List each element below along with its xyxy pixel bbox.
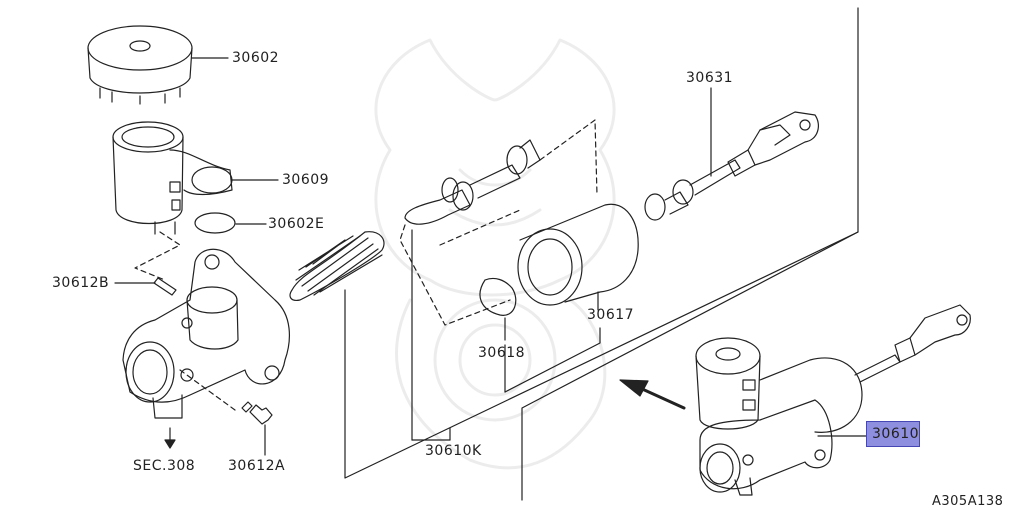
- watermark-emblem: [374, 38, 616, 470]
- label-30612A: 30612A: [228, 458, 286, 474]
- bleeder-screw-drawing: [241, 401, 273, 456]
- pin-drawing: [114, 277, 177, 296]
- label-sec308: SEC.308: [133, 458, 196, 474]
- label-30609: 30609: [282, 172, 330, 188]
- o-ring-drawing: [194, 212, 267, 234]
- master-cylinder-body-drawing: [122, 248, 290, 449]
- reservoir-cap-drawing: [87, 25, 229, 105]
- label-30610K: 30610K: [425, 443, 482, 459]
- highlight-box-30610[interactable]: [866, 421, 920, 447]
- piston-drawing: [404, 139, 541, 225]
- label-30618: 30618: [478, 345, 526, 361]
- frame-lines: [344, 7, 869, 501]
- reservoir-tank-drawing: [112, 121, 279, 235]
- assembled-cylinder-drawing: [695, 304, 971, 496]
- boot-drawing: [517, 203, 639, 311]
- direction-arrow: [619, 379, 686, 410]
- clip-drawing: [479, 277, 517, 341]
- push-rod-drawing: [644, 87, 819, 221]
- label-30631: 30631: [686, 70, 734, 86]
- guide-dashed-middle: [399, 119, 598, 326]
- spring-drawing: [289, 231, 385, 301]
- guide-dashed-left: [134, 231, 236, 411]
- label-30617: 30617: [587, 307, 635, 323]
- label-30602: 30602: [232, 50, 280, 66]
- label-30610[interactable]: 30610: [872, 426, 920, 442]
- label-30612B: 30612B: [52, 275, 110, 291]
- diagram-reference-code: A305A138: [932, 494, 1004, 509]
- label-30602E: 30602E: [268, 216, 325, 232]
